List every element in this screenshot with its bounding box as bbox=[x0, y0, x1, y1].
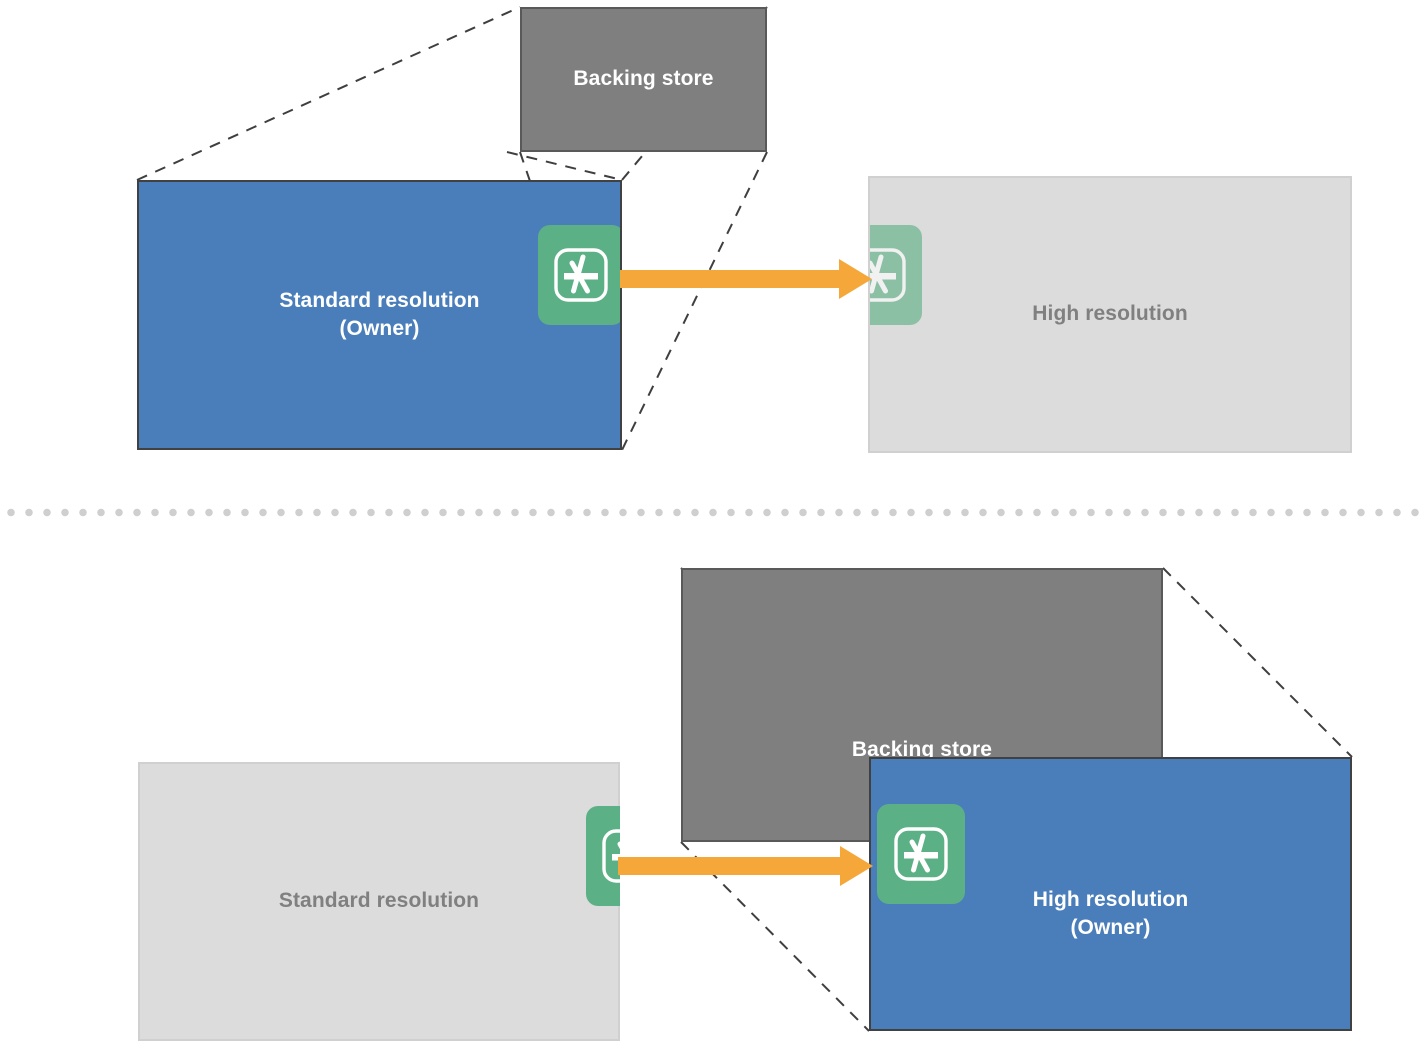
standard-resolution-box-bottom: Standard resolution bbox=[138, 762, 620, 1041]
backing-store-label-top: Backing store bbox=[573, 67, 714, 91]
backing-store-label-bottom: Backing store bbox=[851, 737, 993, 761]
app-icon-clip-top-left bbox=[538, 225, 620, 325]
app-store-icon-bottom-right bbox=[877, 804, 965, 904]
app-store-icon-top-right bbox=[870, 225, 922, 325]
high-resolution-box-top: High resolution bbox=[868, 176, 1352, 453]
app-store-icon-top-left bbox=[538, 225, 620, 325]
app-icon-clip-top-right bbox=[870, 225, 922, 325]
high-resolution-owner-label-bottom: High resolution (Owner) bbox=[1032, 887, 1189, 939]
app-store-icon-bottom-left bbox=[586, 806, 620, 906]
high-resolution-label-top: High resolution bbox=[1032, 302, 1188, 326]
standard-resolution-owner-label-top: Standard resolution (Owner) bbox=[279, 288, 480, 340]
standard-resolution-label-bottom: Standard resolution bbox=[278, 889, 480, 913]
backing-store-box-top: Backing store bbox=[520, 7, 767, 152]
app-icon-clip-bottom-left bbox=[586, 806, 620, 906]
section-divider bbox=[0, 508, 1428, 517]
